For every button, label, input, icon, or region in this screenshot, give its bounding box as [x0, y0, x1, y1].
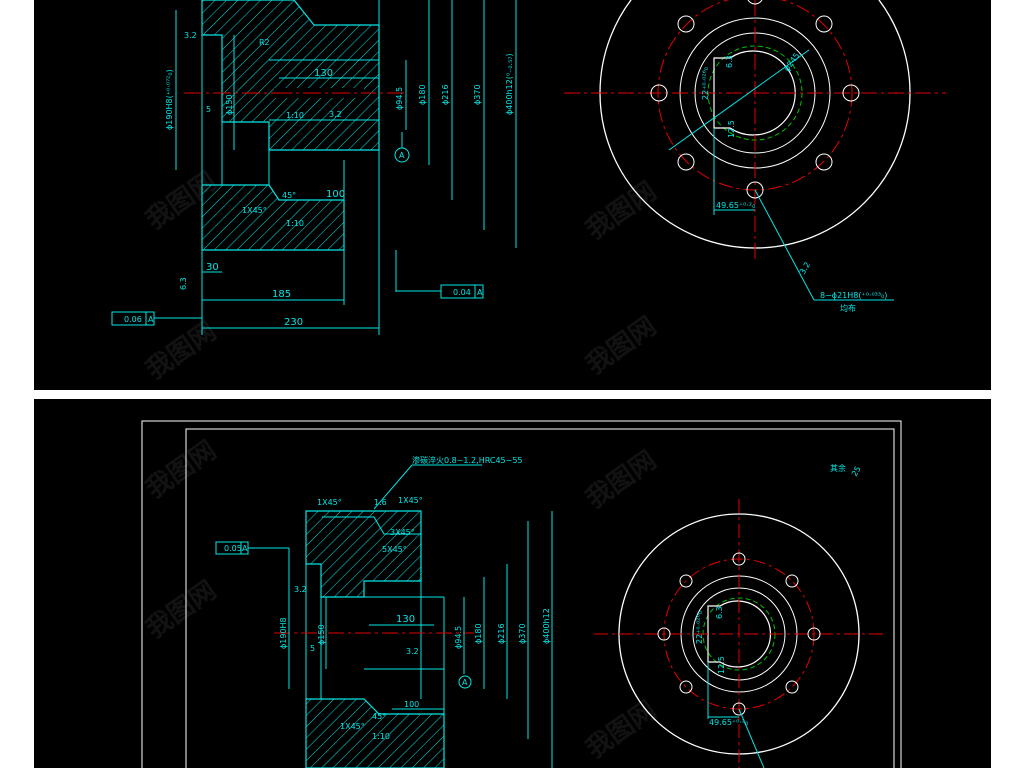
- gdt-tolerance: 0.06: [124, 315, 142, 324]
- page-margin: [991, 0, 1024, 768]
- end-view: 22⁺⁰·⁰²⁶₀ 6.3 12.5 49.65⁺⁰·²₀: [594, 499, 884, 768]
- flange-drawing-bottom: 我图网 我图网 我图网 我图网 渗碳淬火0.8~1.2,HRC45−55 其余 …: [141, 420, 902, 768]
- chamfer-label: 1X45°: [398, 496, 423, 505]
- roughness-label: 6.3: [725, 55, 734, 68]
- diameter-label: ϕ150: [225, 94, 234, 115]
- watermark-text: 我图网: [141, 575, 222, 644]
- watermark-text: 我图网: [141, 435, 222, 504]
- chamfer-label: 5X45°: [382, 545, 407, 554]
- roughness-label: 12.5: [717, 656, 726, 674]
- watermark-text: 我图网: [581, 176, 662, 245]
- chamfer-label: 1X45°: [340, 722, 365, 731]
- taper-label: 1:10: [286, 111, 304, 120]
- holes-note: 均布: [840, 303, 856, 313]
- inner-frame: [185, 428, 895, 768]
- holes-label: 8−ϕ21H8(⁺⁰·⁰³³₀): [820, 291, 887, 300]
- gdt-datum-ref: A: [477, 288, 483, 297]
- keyway-label: 22⁺⁰·⁰²⁶₀: [701, 67, 710, 100]
- dimension-label: 49.65⁺⁰·²₀: [716, 201, 755, 210]
- datum-label: A: [462, 678, 468, 687]
- roughness-label: 3.2: [329, 110, 342, 119]
- length-label: 130: [314, 68, 333, 79]
- chamfer-label: 1X45°: [317, 498, 342, 507]
- diameter-label: ϕ180: [418, 84, 427, 105]
- chamfer-label: 1X45°: [242, 206, 267, 215]
- length-label: 185: [272, 289, 291, 300]
- length-label: 30: [206, 262, 219, 273]
- diameter-label: ϕ150: [317, 624, 326, 645]
- heat-treatment-note: 渗碳淬火0.8~1.2,HRC45−55: [412, 455, 523, 465]
- flange-drawing-top: 我图网 我图网 我图网 我图网: [111, 0, 946, 386]
- datum-a-marker: A: [458, 675, 472, 689]
- gdt-tolerance: 0.05: [224, 544, 242, 553]
- roughness-label: 3.2: [798, 260, 812, 276]
- gdt-frame-1: 0.06 A: [111, 311, 202, 326]
- dimension-texts: 1X45° 1.6 1X45° 3X45° 5X45° 3.2 ϕ190H8 ϕ…: [279, 496, 551, 741]
- radius-label: R2: [259, 38, 270, 47]
- diameter-label: ϕ370: [518, 623, 527, 644]
- watermark-text: 我图网: [581, 311, 662, 380]
- diameter-label: ϕ245: [782, 51, 801, 73]
- dimension-label: 5: [310, 644, 315, 653]
- section-view: [274, 510, 474, 768]
- roughness-label: 3.2: [184, 31, 197, 40]
- datum-label: A: [399, 151, 405, 160]
- watermark-text: 我图网: [581, 695, 662, 764]
- roughness-label: 3.2: [406, 647, 419, 656]
- dimension-label: 49.65⁺⁰·²₀: [709, 718, 748, 727]
- length-label: 100: [404, 700, 419, 709]
- datum-a-marker: A: [394, 132, 410, 163]
- diameter-label: ϕ190H8: [279, 617, 288, 649]
- diameter-label: ϕ400h12(⁰₋₀.₅₇): [505, 53, 514, 115]
- gdt-tolerance: 0.04: [453, 288, 471, 297]
- diameter-label: ϕ94.5: [454, 626, 463, 649]
- keyway-label: 22⁺⁰·⁰²⁶₀: [695, 611, 704, 644]
- chamfer-label: 3X45°: [390, 528, 415, 537]
- length-label: 230: [284, 317, 303, 328]
- diameter-label: ϕ370: [473, 84, 482, 105]
- gdt-datum-ref: A: [242, 544, 248, 553]
- diameter-label: ϕ190H8(⁺⁰·⁰⁷²₀): [165, 69, 174, 130]
- drawing-panel-top: 我图网 我图网 我图网 我图网: [34, 0, 991, 390]
- diameter-label: ϕ216: [441, 84, 450, 105]
- end-view: ϕ245 22⁺⁰·⁰²⁶₀ 6.3 12.5 49.65⁺⁰·²₀ 3.2 8…: [564, 0, 946, 313]
- diameter-label: ϕ180: [474, 623, 483, 644]
- outer-frame: [141, 420, 902, 768]
- dimension-texts: 3.2 ϕ190H8(⁺⁰·⁰⁷²₀) ϕ150 5 R2 130 3.2 1:…: [165, 31, 514, 328]
- dimension-lines: [288, 511, 553, 768]
- roughness-label: 12.5: [727, 120, 736, 138]
- gdt-frame-2: 0.04 A: [396, 284, 484, 299]
- watermark-text: 我图网: [141, 316, 222, 385]
- length-label: 100: [326, 189, 345, 200]
- angle-label: 45°: [372, 712, 386, 721]
- roughness-label: 3.2: [294, 585, 307, 594]
- diameter-label: ϕ94.5: [395, 87, 404, 110]
- roughness-other-label: 其余: [830, 463, 846, 473]
- drawing-panel-bottom: 我图网 我图网 我图网 我图网 渗碳淬火0.8~1.2,HRC45−55 其余 …: [34, 399, 991, 768]
- roughness-label: 1.6: [374, 498, 387, 507]
- angle-label: 45°: [282, 191, 296, 200]
- roughness-other-value: 25: [850, 465, 863, 478]
- taper-label: 1:10: [372, 732, 390, 741]
- gdt-datum-ref: A: [148, 315, 154, 324]
- diameter-label: ϕ400h12: [542, 608, 551, 644]
- roughness-label: 6.3: [715, 606, 724, 619]
- length-label: 130: [396, 614, 415, 625]
- dimension-lines: [175, 0, 517, 335]
- taper-label: 1:10: [286, 219, 304, 228]
- watermark-text: 我图网: [581, 445, 662, 514]
- diameter-label: ϕ216: [497, 623, 506, 644]
- roughness-label: 6.3: [179, 277, 188, 290]
- dimension-label: 5: [206, 105, 211, 114]
- gdt-frame: 0.05 A: [215, 541, 290, 577]
- section-view: [184, 0, 404, 251]
